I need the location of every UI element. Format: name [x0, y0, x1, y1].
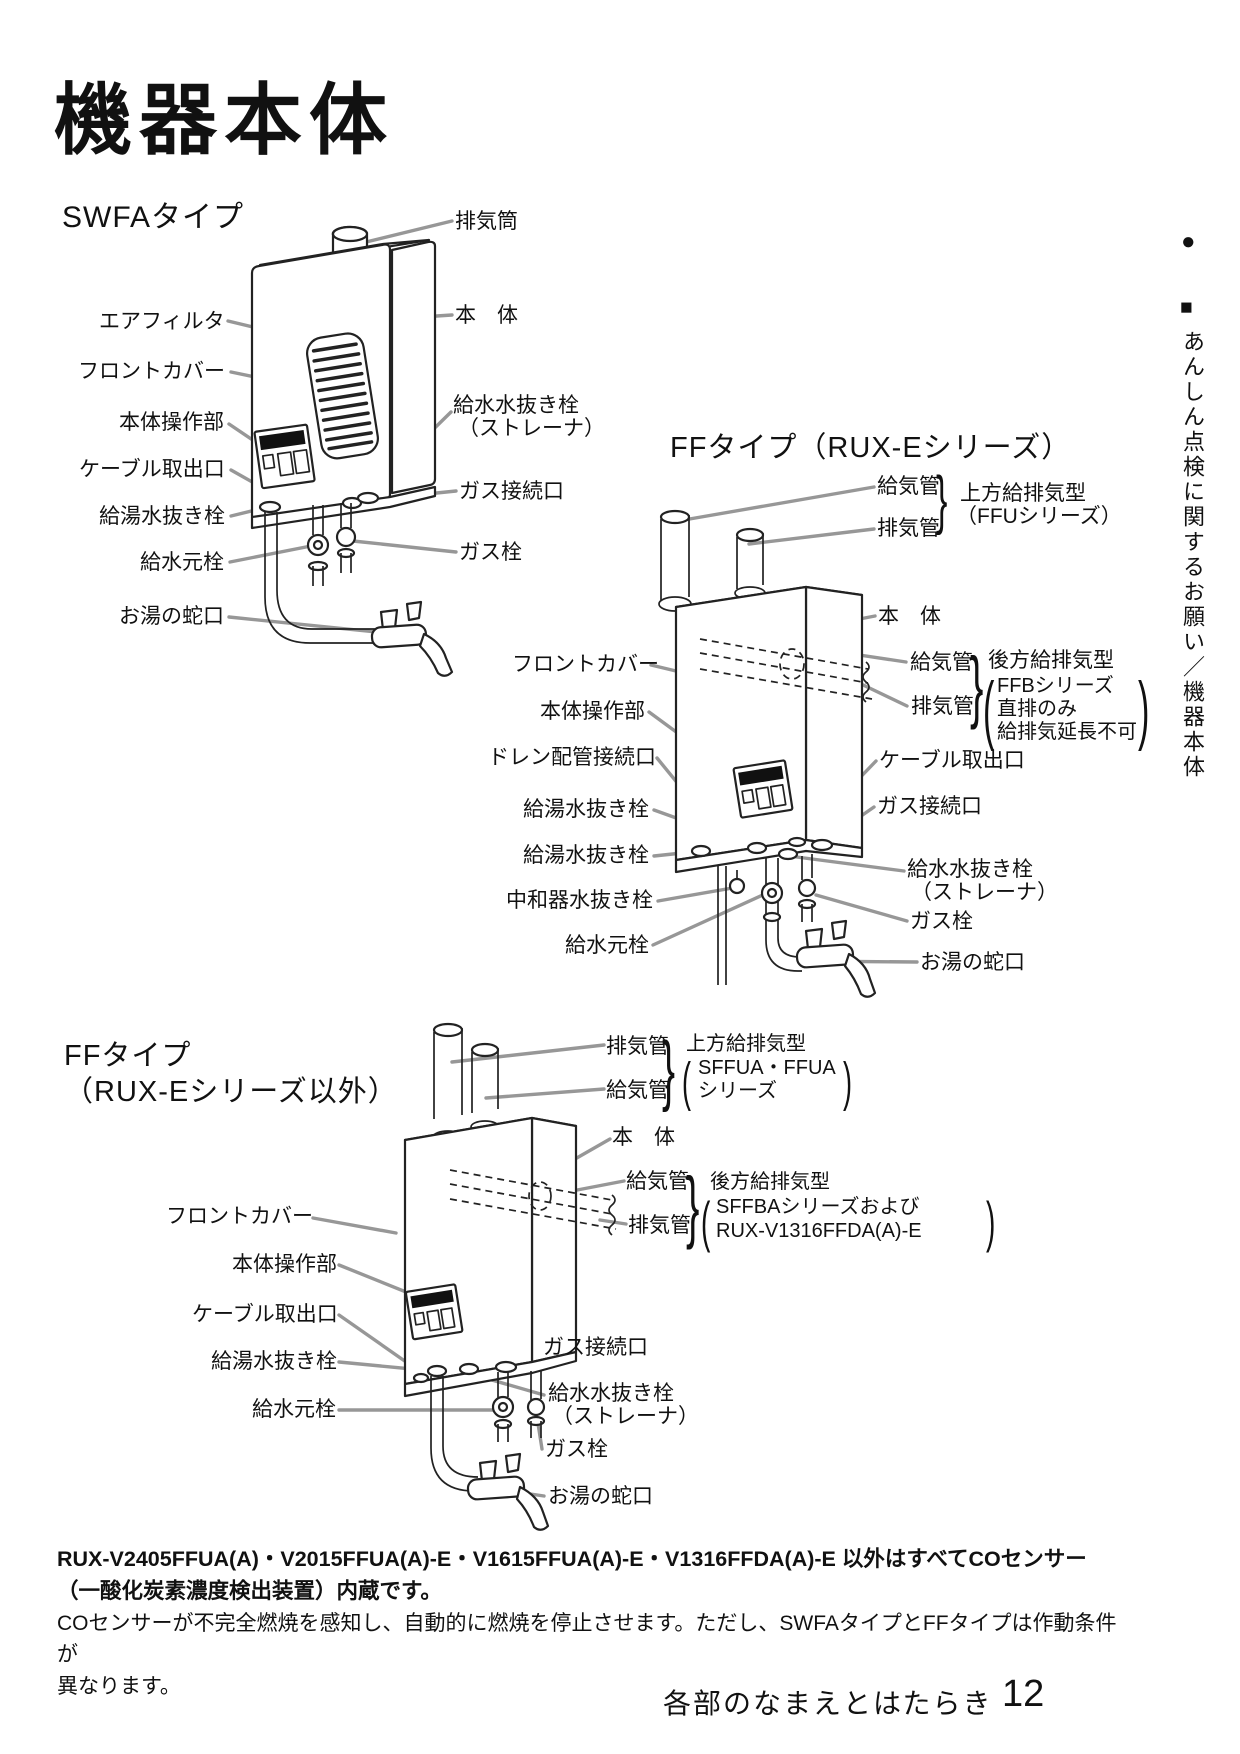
paren-close-rear-type: )	[1138, 667, 1150, 752]
label-supply-pipe-rear: 給気管	[910, 651, 973, 674]
label-hot-water-faucet: お湯の蛇口	[920, 951, 1025, 974]
label-body: 本 体	[455, 304, 518, 327]
page-title: 機器本体	[54, 76, 395, 164]
label-gas-connection: ガス接続口	[459, 480, 564, 503]
label-air-filter: エアフィルタ	[99, 310, 225, 333]
label-hot-water-drain-plug: 給湯水抜き栓	[99, 505, 225, 528]
label-rear-type-line3: RUX-V1316FFDA(A)-E	[716, 1220, 922, 1242]
paren-open-rear-type: (	[701, 1190, 711, 1253]
label-water-main-valve: 給水元栓	[565, 934, 649, 957]
label-cable-outlet: ケーブル取出口	[79, 458, 225, 481]
note-line2: （一酸化炭素濃度検出装置）内蔵です。	[57, 1579, 442, 1604]
label-top-type-line1: 上方給排気型	[960, 482, 1086, 505]
paren-close-top-type: )	[843, 1052, 852, 1112]
note-line4: 異なります。	[57, 1674, 181, 1698]
label-exhaust-pipe-rear: 排気管	[628, 1214, 691, 1237]
paren-open-top-type: (	[682, 1052, 691, 1112]
paren-close-rear-type: )	[986, 1190, 996, 1253]
page-number: 12	[1002, 1673, 1045, 1715]
note-line1: RUX-V2405FFUA(A)・V2015FFUA(A)-E・V1615FFU…	[57, 1547, 1087, 1571]
label-rear-type-line3: 直排のみ	[997, 698, 1077, 720]
brace-top-type: }	[936, 463, 948, 537]
ff-other-water-heater-drawing	[403, 1022, 617, 1531]
label-exhaust-duct: 排気筒	[455, 210, 518, 233]
label-control-panel: 本体操作部	[232, 1253, 337, 1276]
label-control-panel: 本体操作部	[119, 411, 224, 434]
ff-rux-e-water-heater-drawing	[658, 509, 877, 998]
label-strainer: （ストレーナ）	[552, 1405, 699, 1428]
label-front-cover: フロントカバー	[166, 1205, 313, 1228]
label-gas-valve: ガス栓	[910, 910, 973, 933]
label-top-type-line1: 上方給排気型	[686, 1033, 806, 1055]
label-water-main-valve: 給水元栓	[140, 551, 224, 574]
label-water-main-valve: 給水元栓	[252, 1398, 336, 1421]
co-sensor-note: RUX-V2405FFUA(A)・V2015FFUA(A)-E・V1615FFU…	[57, 1543, 1127, 1702]
paren-open-rear-type: (	[983, 667, 995, 752]
label-gas-valve: ガス栓	[459, 541, 522, 564]
label-strainer: （ストレーナ）	[458, 417, 605, 440]
label-hot-water-drain-plug-2: 給湯水抜き栓	[523, 844, 649, 867]
sidebar-vertical-text: あんしん点検に関するお願い／機器本体	[1180, 330, 1205, 780]
sidebar-square-icon: ■	[1180, 296, 1193, 319]
label-rear-type-line2: SFFBAシリーズおよび	[716, 1196, 920, 1218]
label-gas-connection: ガス接続口	[877, 795, 982, 818]
label-cable-outlet: ケーブル取出口	[192, 1303, 338, 1326]
label-supply-pipe-rear: 給気管	[626, 1170, 689, 1193]
note-line3: COセンサーが不完全燃焼を感知し、自動的に燃焼を停止させます。ただし、SWFAタ…	[57, 1611, 1117, 1667]
label-top-type-line2: SFFUA・FFUA	[698, 1057, 836, 1079]
label-front-cover: フロントカバー	[78, 360, 225, 383]
label-gas-valve: ガス栓	[545, 1438, 608, 1461]
brace-rear-type: }	[970, 641, 984, 730]
label-control-panel: 本体操作部	[540, 700, 645, 723]
swfa-water-heater-drawing	[250, 225, 454, 677]
label-top-type-line2: （FFUシリーズ）	[956, 505, 1122, 528]
section-heading-ff-other-line2: （RUX-Eシリーズ以外）	[64, 1076, 398, 1108]
label-hot-water-faucet: お湯の蛇口	[119, 605, 224, 628]
label-hot-water-drain-plug-1: 給湯水抜き栓	[523, 798, 649, 821]
label-exhaust-pipe-top: 排気管	[606, 1035, 669, 1058]
brace-top-type: }	[662, 1025, 676, 1113]
label-top-type-line3: シリーズ	[698, 1080, 777, 1102]
label-body: 本 体	[878, 605, 941, 628]
label-water-drain-plug: 給水水抜き栓	[907, 858, 1033, 881]
footer-section-title: 各部のなまえとはたらき	[663, 1688, 993, 1719]
label-exhaust-pipe-top: 排気管	[877, 517, 940, 540]
label-rear-type-line1: 後方給排気型	[988, 649, 1114, 672]
label-water-drain-plug: 給水水抜き栓	[453, 394, 579, 417]
sidebar-bullet-icon: ●	[1181, 228, 1196, 255]
label-gas-connection: ガス接続口	[543, 1336, 648, 1359]
brace-rear-type: }	[686, 1161, 700, 1250]
label-exhaust-pipe-rear: 排気管	[911, 695, 974, 718]
label-body: 本 体	[612, 1126, 675, 1149]
label-strainer: （ストレーナ）	[911, 881, 1058, 904]
label-supply-pipe-top: 給気管	[606, 1079, 669, 1102]
label-hot-water-drain-plug: 給湯水抜き栓	[211, 1350, 337, 1373]
label-hot-water-faucet: お湯の蛇口	[548, 1485, 653, 1508]
label-drain-pipe-connection: ドレン配管接続口	[488, 746, 656, 769]
section-heading-ff-rux-e: FFタイプ（RUX-Eシリーズ）	[670, 432, 1072, 464]
label-rear-type-line2: FFBシリーズ	[997, 675, 1114, 697]
label-supply-pipe-top: 給気管	[877, 475, 940, 498]
label-front-cover: フロントカバー	[512, 653, 659, 676]
label-rear-type-line4: 給排気延長不可	[997, 721, 1137, 743]
label-cable-outlet: ケーブル取出口	[879, 749, 1025, 772]
label-water-drain-plug: 給水水抜き栓	[548, 1382, 674, 1405]
section-heading-ff-other-line1: FFタイプ	[64, 1040, 192, 1072]
label-neutralizer-drain-plug: 中和器水抜き栓	[506, 889, 653, 912]
section-heading-swfa: SWFAタイプ	[62, 201, 245, 234]
label-rear-type-line1: 後方給排気型	[710, 1171, 830, 1193]
